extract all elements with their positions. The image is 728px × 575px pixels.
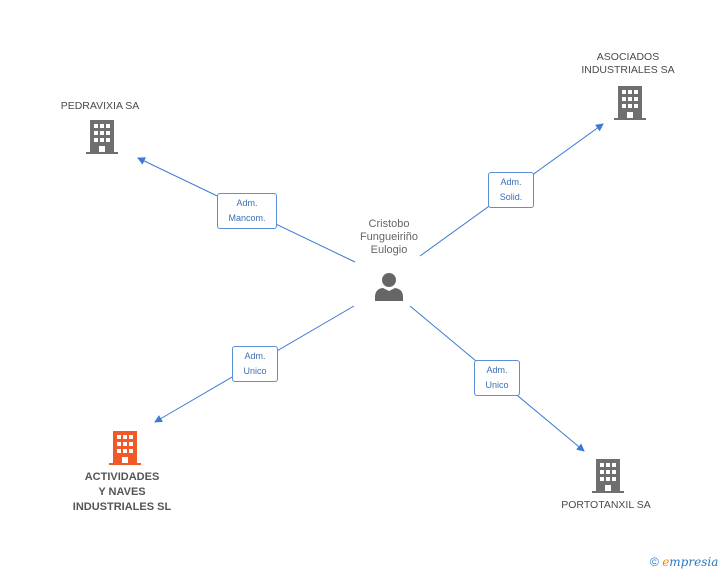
copyright-symbol: © — [650, 555, 659, 569]
company-label-portotanxil[interactable]: PORTOTANXIL SA — [561, 499, 651, 511]
person-icon[interactable] — [374, 271, 404, 301]
company-label-pedravixia[interactable]: PEDRAVIXIA SA — [60, 100, 140, 112]
building-icon[interactable] — [592, 459, 624, 493]
brand-footer[interactable]: © empresia — [650, 555, 718, 569]
edge-label-actividades[interactable]: Adm. Unico — [232, 346, 278, 382]
building-icon[interactable] — [614, 86, 646, 120]
brand-name: mpresia — [669, 555, 719, 569]
person-name[interactable]: Cristobo Fungueiriño Eulogio — [359, 218, 419, 256]
edge-label-asociados[interactable]: Adm. Solid. — [488, 172, 534, 208]
edge-label-pedravixia[interactable]: Adm. Mancom. — [217, 193, 277, 229]
edge-label-portotanxil[interactable]: Adm. Unico — [474, 360, 520, 396]
company-label-actividades[interactable]: ACTIVIDADES Y NAVES INDUSTRIALES SL — [72, 471, 172, 513]
building-icon[interactable] — [109, 431, 141, 465]
building-icon[interactable] — [86, 120, 118, 154]
company-label-asociados[interactable]: ASOCIADOS INDUSTRIALES SA — [581, 51, 675, 76]
brand-initial: e — [662, 555, 670, 569]
